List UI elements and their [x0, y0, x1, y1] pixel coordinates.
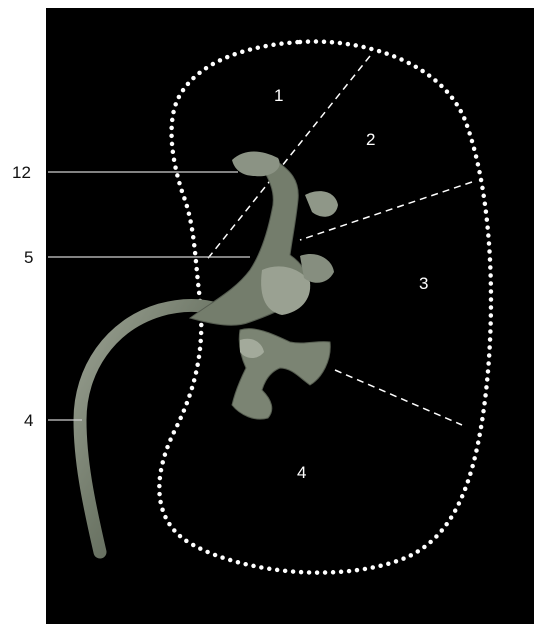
- zone-label-2: 2: [366, 131, 375, 148]
- zone-label-3: 3: [419, 275, 428, 292]
- ureter: [80, 305, 220, 552]
- zone-label-1: 1: [274, 87, 283, 104]
- label-5: 5: [24, 249, 33, 266]
- label-4-left: 4: [24, 412, 33, 429]
- renal-pelvis-cast: [190, 152, 338, 420]
- zone-label-4: 4: [297, 464, 306, 481]
- leader-lines: [48, 172, 250, 420]
- label-12: 12: [12, 164, 31, 181]
